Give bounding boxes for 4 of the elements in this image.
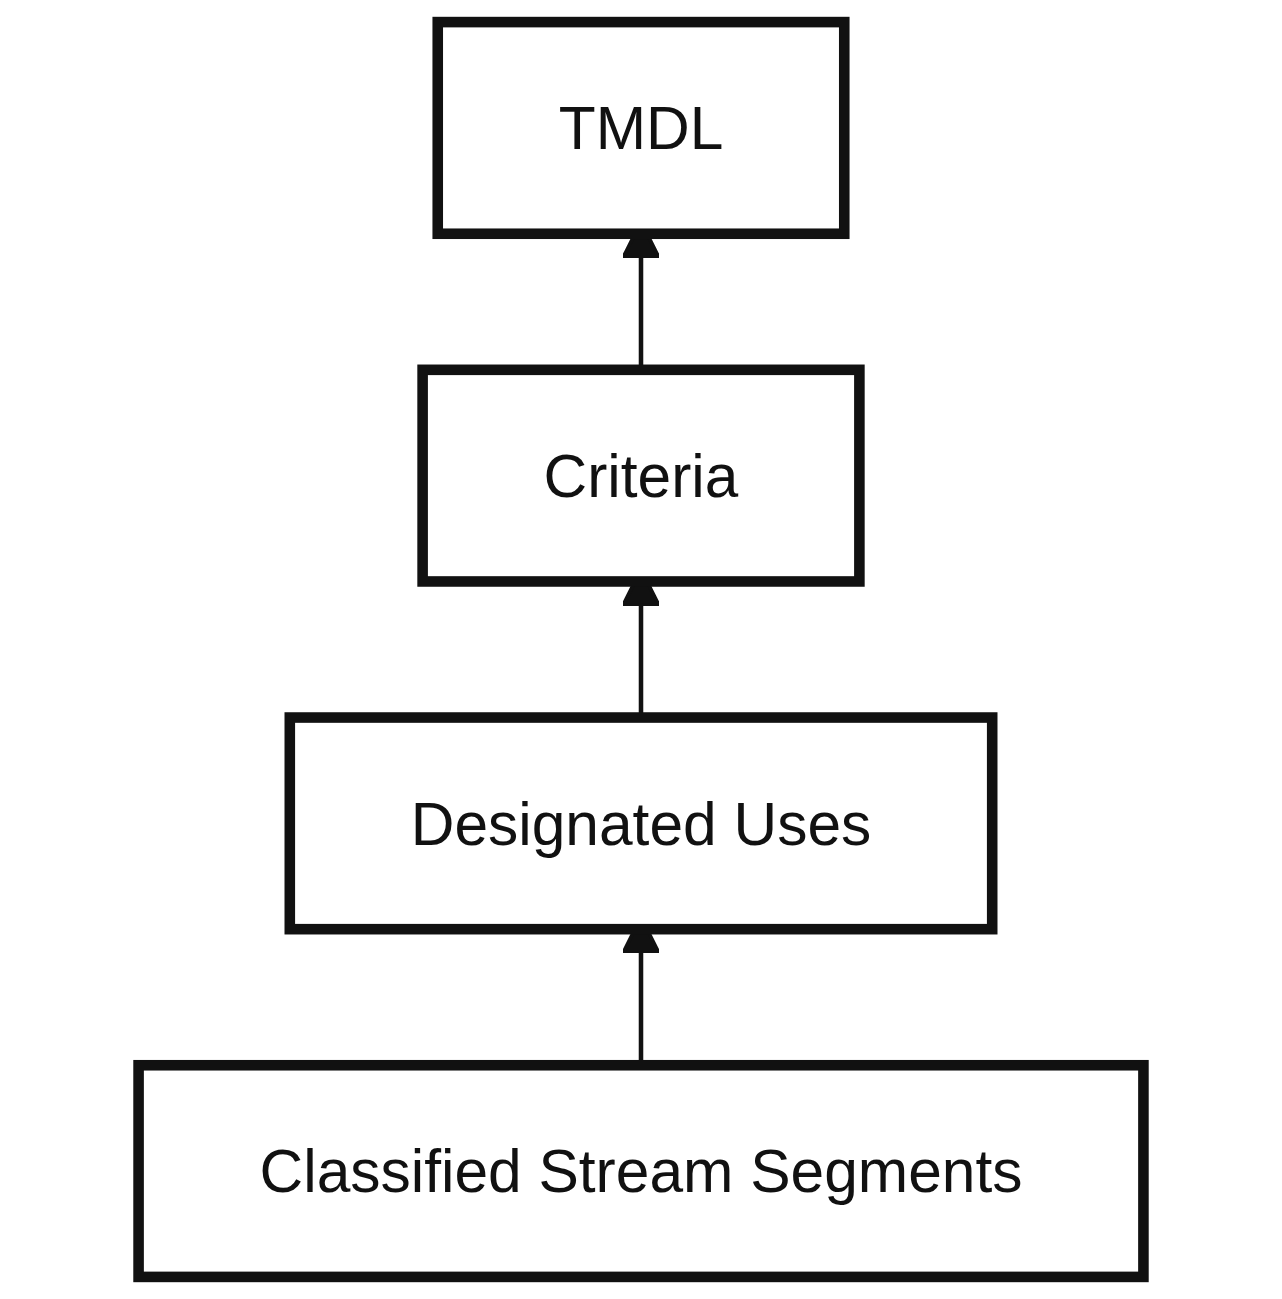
node-box: Designated Uses <box>284 712 998 935</box>
node-box: Criteria <box>417 364 865 587</box>
node-box: TMDL <box>432 16 850 240</box>
node-box: Classified Stream Segments <box>133 1059 1149 1283</box>
